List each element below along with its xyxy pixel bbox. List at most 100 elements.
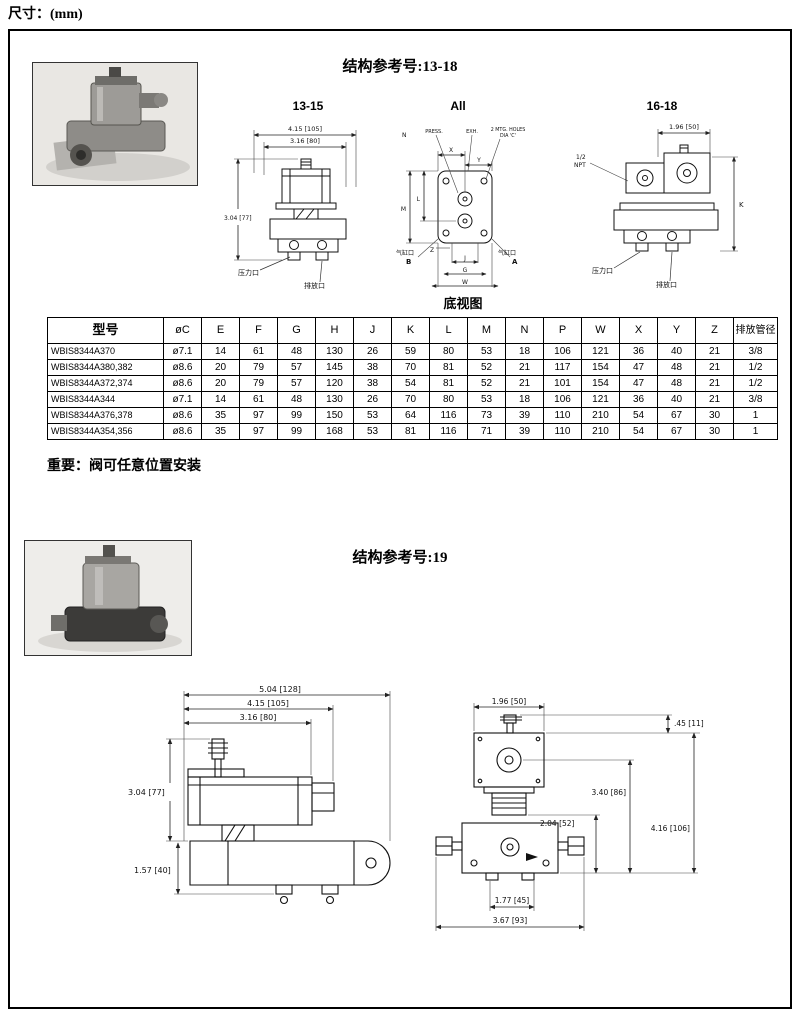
col-header: Y xyxy=(657,317,696,344)
value-cell: 116 xyxy=(429,407,468,424)
port-label-pressure: 压力口 xyxy=(592,266,613,275)
value-cell: 99 xyxy=(277,423,316,440)
value-cell: 106 xyxy=(543,391,582,408)
value-cell: 97 xyxy=(239,407,278,424)
dimension-lines xyxy=(167,692,391,895)
value-cell: 14 xyxy=(201,391,240,408)
col-header: X xyxy=(619,317,658,344)
value-cell: 81 xyxy=(429,359,468,376)
value-cell: 59 xyxy=(391,343,430,360)
port-label-pressure: 压力口 xyxy=(238,268,259,277)
value-cell: 54 xyxy=(619,407,658,424)
value-cell: 99 xyxy=(277,407,316,424)
section2-title: 结构参考号:19 xyxy=(352,550,448,566)
value-cell: 35 xyxy=(201,423,240,440)
dim-label: 1.57 [40] xyxy=(134,866,171,875)
dimensions-unit-label: 尺寸：(mm) xyxy=(8,7,83,22)
value-cell: 130 xyxy=(315,391,354,408)
value-cell: 130 xyxy=(315,343,354,360)
value-cell: 73 xyxy=(467,407,506,424)
valve-outline xyxy=(435,714,585,881)
dim-label: 1.77 [45] xyxy=(495,896,530,905)
photo-valve-shape xyxy=(51,545,168,642)
value-cell: 1 xyxy=(733,407,778,424)
cylinder-port-a: A xyxy=(512,258,518,266)
value-cell: ø8.6 xyxy=(163,423,202,440)
value-cell: 61 xyxy=(239,343,278,360)
valve-outline xyxy=(269,158,347,261)
value-cell: 20 xyxy=(201,359,240,376)
figure-label-all: All xyxy=(450,99,466,113)
extension-lines xyxy=(234,130,357,261)
value-cell: 210 xyxy=(581,423,620,440)
value-cell: 1 xyxy=(733,423,778,440)
model-cell: WBIS8344A372,374 xyxy=(47,375,164,392)
col-header: G xyxy=(277,317,316,344)
leader-lines xyxy=(613,251,673,282)
col-header: J xyxy=(353,317,392,344)
drawing-19-front: 1.96 [50] .45 [11] 3.40 [86] 2.04 [52] 4… xyxy=(435,697,704,931)
drawing-19-side: 5.04 [128] 4.15 [105] 3.16 [80] 3.04 [77… xyxy=(128,685,391,905)
value-cell: 1/2 xyxy=(733,375,778,392)
value-cell: 21 xyxy=(695,359,734,376)
valve-outline xyxy=(187,738,391,905)
value-cell: 21 xyxy=(505,359,544,376)
product-photo-1 xyxy=(33,63,197,185)
value-cell: 39 xyxy=(505,407,544,424)
value-cell: 14 xyxy=(201,343,240,360)
product-photo-frame-2 xyxy=(24,540,192,656)
value-cell: 97 xyxy=(239,423,278,440)
figure-label-13-15: 13-15 xyxy=(292,99,324,113)
value-cell: 81 xyxy=(429,375,468,392)
value-cell: 48 xyxy=(277,391,316,408)
value-cell: 54 xyxy=(619,423,658,440)
npt-label-1: 1/2 xyxy=(576,154,586,161)
mtg-holes-label-2: DIA 'C' xyxy=(500,133,516,139)
value-cell: 106 xyxy=(543,343,582,360)
important-note: 重要：阀可任意位置安装 xyxy=(47,459,201,474)
dim-letter-x: X xyxy=(449,147,453,154)
value-cell: ø7.1 xyxy=(163,391,202,408)
extension-lines xyxy=(166,691,391,895)
value-cell: 71 xyxy=(467,423,506,440)
value-cell: 70 xyxy=(391,391,430,408)
col-header: E xyxy=(201,317,240,344)
value-cell: 21 xyxy=(505,375,544,392)
valve-outline xyxy=(613,144,719,252)
model-cell: WBIS8344A354,356 xyxy=(47,423,164,440)
bottom-view-label: 底视图 xyxy=(443,296,483,311)
dimension-lines xyxy=(435,704,697,930)
photo-valve-shape xyxy=(53,67,168,171)
value-cell: 79 xyxy=(239,375,278,392)
col-header: F xyxy=(239,317,278,344)
dimension-lines xyxy=(235,132,357,261)
leader-lines xyxy=(259,256,323,283)
value-cell: ø8.6 xyxy=(163,407,202,424)
value-cell: 79 xyxy=(239,359,278,376)
press-label: PRESS. xyxy=(425,129,443,135)
value-cell: 20 xyxy=(201,375,240,392)
drawing-all-bottom-view: N PRESS. EXH. 2 MTG. HOLES DIA 'C' X Y L… xyxy=(396,127,525,288)
value-cell: 52 xyxy=(467,375,506,392)
drawing-13-15: 4.15 [105] 3.16 [80] 3.04 [77] xyxy=(224,125,357,290)
dim-label: 3.16 [80] xyxy=(290,137,320,145)
col-header: L xyxy=(429,317,468,344)
value-cell: 154 xyxy=(581,375,620,392)
col-header: Z xyxy=(695,317,734,344)
value-cell: 38 xyxy=(353,359,392,376)
dim-letter-m: M xyxy=(401,206,406,213)
value-cell: 57 xyxy=(277,359,316,376)
value-cell: 116 xyxy=(429,423,468,440)
col-header: W xyxy=(581,317,620,344)
content-border-box: 结构参考号:13-18 13-15 Al xyxy=(8,29,792,1009)
col-header: K xyxy=(391,317,430,344)
value-cell: 36 xyxy=(619,391,658,408)
value-cell: 64 xyxy=(391,407,430,424)
value-cell: 54 xyxy=(391,375,430,392)
value-cell: 80 xyxy=(429,391,468,408)
